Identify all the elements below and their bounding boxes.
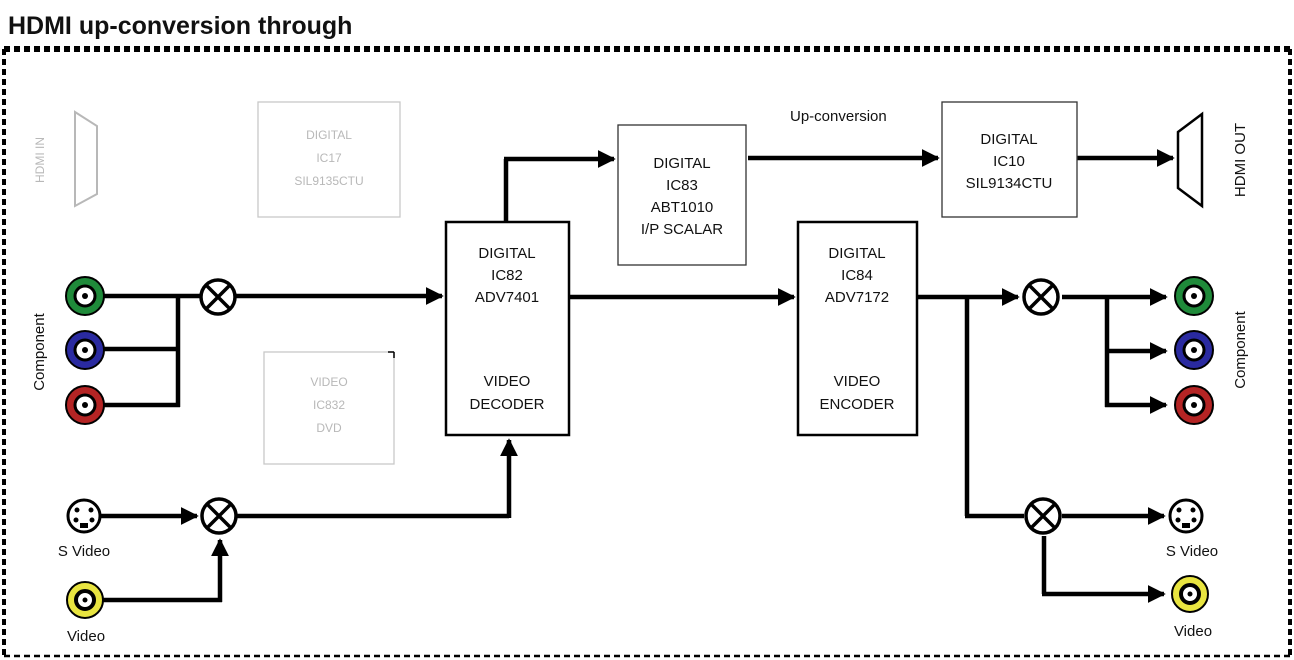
block-ic10-line: IC10 bbox=[993, 153, 1025, 170]
svideo-out-label: S Video bbox=[1166, 543, 1218, 560]
block-ic82-line: DECODER bbox=[469, 396, 544, 413]
block-ic83-line: ABT1010 bbox=[651, 199, 714, 216]
block-ic17-line: DIGITAL bbox=[306, 128, 352, 142]
mixer-icon bbox=[1024, 497, 1062, 535]
block-ic84-line: IC84 bbox=[841, 267, 873, 284]
rca-jack-red-icon bbox=[65, 385, 105, 425]
rca-jack-yellow-icon bbox=[1171, 575, 1209, 613]
rca-jack-blue-icon bbox=[1174, 330, 1214, 370]
rca-jack-green-icon bbox=[1174, 276, 1214, 316]
rca-jack-green-icon bbox=[65, 276, 105, 316]
block-ic84-line: DIGITAL bbox=[828, 245, 885, 262]
video-out-label: Video bbox=[1174, 623, 1212, 640]
hdmi-in-connector: HDMI IN bbox=[33, 110, 98, 208]
mixer-icon bbox=[199, 278, 237, 316]
page-title: HDMI up-conversion through bbox=[8, 12, 353, 40]
block-ic83-line: I/P SCALAR bbox=[641, 221, 723, 238]
svideo-jack-icon bbox=[66, 498, 102, 534]
block-ic832-line: IC832 bbox=[313, 398, 345, 412]
block-ic832: VIDEO IC832 DVD bbox=[263, 351, 395, 465]
block-ic10: DIGITAL IC10 SIL9134CTU bbox=[941, 101, 1078, 218]
mixer-icon bbox=[200, 497, 238, 535]
block-ic84: DIGITAL IC84 ADV7172 VIDEO ENCODER bbox=[796, 220, 919, 437]
wires bbox=[100, 149, 1175, 603]
block-ic84-line: ADV7172 bbox=[825, 289, 889, 306]
block-ic82-line: VIDEO bbox=[484, 373, 531, 390]
block-ic832-line: VIDEO bbox=[310, 375, 347, 389]
block-ic17-line: SIL9135CTU bbox=[294, 174, 363, 188]
block-ic17: DIGITAL IC17 SIL9135CTU bbox=[257, 101, 401, 218]
hdmi-out-label: HDMI OUT bbox=[1232, 123, 1249, 197]
video-in-label: Video bbox=[67, 628, 105, 645]
block-ic83: DIGITAL IC83 ABT1010 I/P SCALAR bbox=[617, 124, 747, 266]
block-ic10-line: DIGITAL bbox=[980, 131, 1037, 148]
block-ic10-line: SIL9134CTU bbox=[966, 175, 1053, 192]
rca-jack-red-icon bbox=[1174, 385, 1214, 425]
hdmi-out-connector: HDMI OUT bbox=[1176, 111, 1249, 209]
svideo-in-label: S Video bbox=[58, 543, 110, 560]
component-in-label: Component bbox=[31, 312, 48, 390]
rca-jack-blue-icon bbox=[65, 330, 105, 370]
dotted-border bbox=[2, 46, 1292, 658]
hdmi-in-label: HDMI IN bbox=[33, 137, 47, 183]
block-ic83-line: IC83 bbox=[666, 177, 698, 194]
rca-jack-yellow-icon bbox=[66, 581, 104, 619]
mixer-icon bbox=[1022, 278, 1060, 316]
svideo-jack-icon bbox=[1168, 498, 1204, 534]
block-ic83-line: DIGITAL bbox=[653, 155, 710, 172]
block-ic84-line: ENCODER bbox=[819, 396, 894, 413]
block-ic17-line: IC17 bbox=[316, 151, 342, 165]
block-ic82-line: ADV7401 bbox=[475, 289, 539, 306]
block-ic82-line: DIGITAL bbox=[478, 245, 535, 262]
block-ic82: DIGITAL IC82 ADV7401 VIDEO DECODER bbox=[444, 220, 571, 437]
block-ic84-line: VIDEO bbox=[834, 373, 881, 390]
up-conversion-label: Up-conversion bbox=[790, 108, 887, 125]
block-ic832-line: DVD bbox=[316, 421, 342, 435]
component-out-label: Component bbox=[1232, 310, 1249, 388]
block-ic82-line: IC82 bbox=[491, 267, 523, 284]
